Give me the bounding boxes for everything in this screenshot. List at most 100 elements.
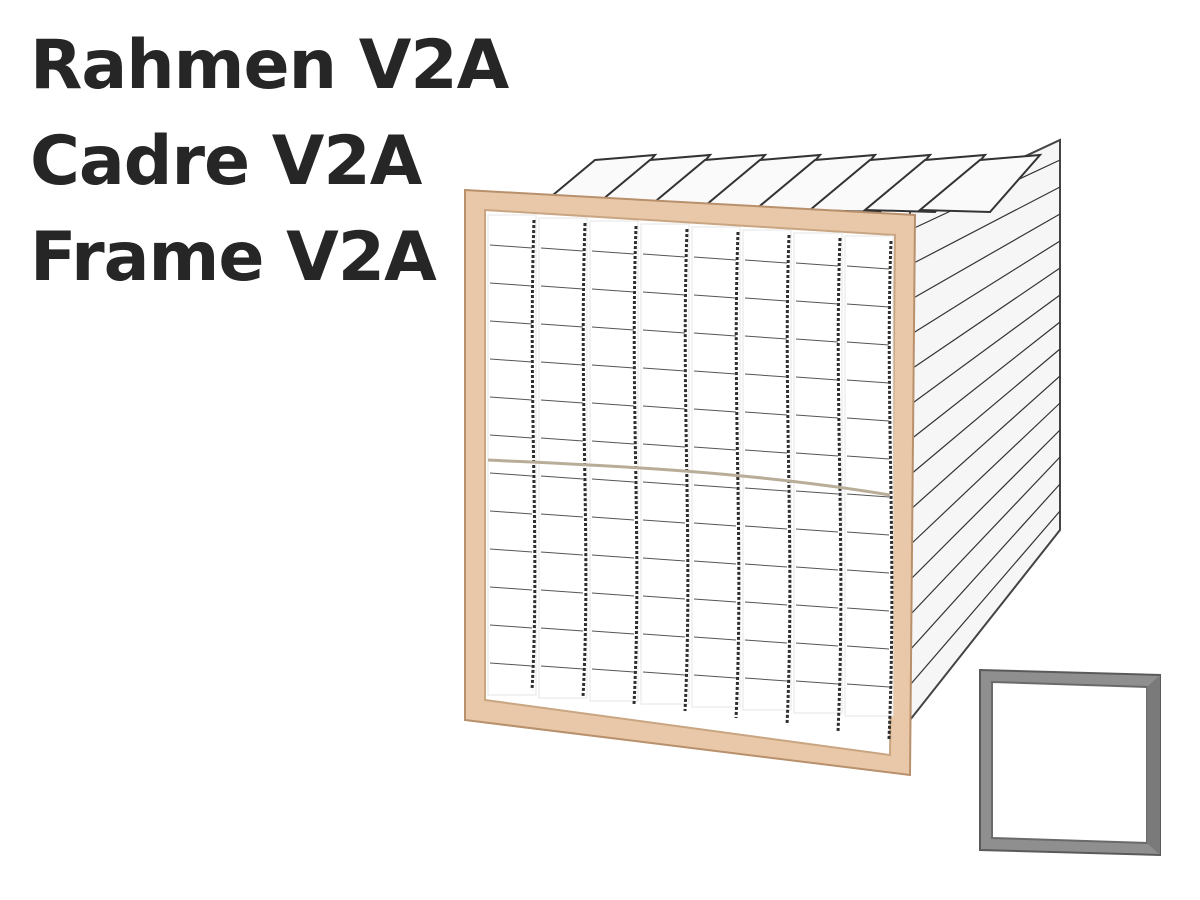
- pocket-stripe: [693, 256, 737, 261]
- pocket-stripe: [591, 516, 635, 521]
- pocket-stripe: [591, 250, 635, 255]
- pocket-stripe: [540, 323, 584, 328]
- pocket-stripe: [693, 674, 737, 679]
- pocket-stripe: [744, 601, 788, 606]
- pocket-stripe: [642, 557, 686, 562]
- bag-top: [862, 153, 988, 214]
- pocket-stripe: [642, 481, 686, 486]
- pocket-stripe: [642, 291, 686, 296]
- pocket-stripe: [744, 563, 788, 568]
- pocket-stripe: [489, 662, 533, 667]
- pocket: [640, 223, 690, 705]
- pocket: [793, 232, 843, 714]
- pocket-stripe: [693, 598, 737, 603]
- side-stripe: [909, 294, 1061, 406]
- title-line-2: Cadre V2A: [30, 122, 422, 201]
- spacer-strap: [487, 458, 891, 497]
- title-line-3: Frame V2A: [30, 218, 437, 297]
- pocket-stripe: [846, 531, 890, 536]
- side-stripe: [909, 348, 1061, 476]
- pocket-stripe: [693, 636, 737, 641]
- title-line-1: Rahmen V2A: [30, 26, 509, 105]
- pocket-stripe: [540, 285, 584, 290]
- pocket-seam: [887, 240, 894, 740]
- pocket-stripe: [846, 493, 890, 498]
- pocket-stripe: [693, 332, 737, 337]
- filter-pockets: [487, 214, 894, 740]
- pocket-stripe: [744, 639, 788, 644]
- pocket-stripe: [795, 376, 839, 381]
- pocket-stripe: [795, 642, 839, 647]
- pocket-stripe: [642, 405, 686, 410]
- pocket-stripe: [693, 370, 737, 375]
- pocket-stripe: [489, 358, 533, 363]
- pocket-stripe: [846, 683, 890, 688]
- pocket-seam: [785, 234, 792, 726]
- pocket-stripe: [846, 607, 890, 612]
- pocket-stripe: [642, 633, 686, 638]
- pocket-stripe: [642, 519, 686, 524]
- pocket-stripe: [540, 665, 584, 670]
- pocket-stripe: [795, 300, 839, 305]
- pocket-stripe: [642, 253, 686, 258]
- pocket-seam: [683, 228, 690, 712]
- pocket-stripe: [846, 569, 890, 574]
- pocket-stripe: [744, 335, 788, 340]
- pocket-stripe: [489, 282, 533, 287]
- pocket-stripe: [642, 329, 686, 334]
- pocket-stripe: [489, 510, 533, 515]
- pocket-stripe: [591, 402, 635, 407]
- pocket-stripe: [540, 551, 584, 556]
- pocket-stripe: [846, 455, 890, 460]
- side-stripe: [909, 429, 1061, 581]
- pocket-seam: [530, 219, 537, 691]
- pocket-stripe: [489, 548, 533, 553]
- steel-frame-image: [979, 668, 1161, 857]
- pocket: [691, 226, 741, 708]
- pocket-stripe: [795, 452, 839, 457]
- pocket-stripe: [591, 440, 635, 445]
- pocket-stripe: [540, 399, 584, 404]
- side-stripe: [909, 240, 1061, 336]
- pocket-stripe: [795, 528, 839, 533]
- pocket-stripe: [846, 645, 890, 650]
- pocket-stripe: [846, 265, 890, 270]
- side-stripe: [909, 186, 1061, 266]
- side-stripe: [909, 321, 1061, 441]
- pocket-stripe: [846, 379, 890, 384]
- pocket-stripe: [795, 414, 839, 419]
- pocket-stripe: [693, 408, 737, 413]
- steel-frame-depth: [1147, 675, 1160, 855]
- pocket-stripe: [489, 396, 533, 401]
- pocket-stripe: [744, 677, 788, 682]
- side-stripe: [909, 483, 1061, 651]
- pocket-stripe: [489, 434, 533, 439]
- pocket-stripe: [693, 446, 737, 451]
- pocket-stripe: [846, 417, 890, 422]
- side-stripe: [909, 375, 1061, 511]
- steel-frame-opening: [991, 680, 1148, 845]
- pocket-seam: [632, 225, 639, 705]
- pocket-stripe: [489, 586, 533, 591]
- pocket-stripe: [744, 449, 788, 454]
- pocket-stripe: [591, 478, 635, 483]
- pocket-stripe: [540, 589, 584, 594]
- pocket-stripe: [795, 680, 839, 685]
- pocket-seam: [734, 231, 741, 719]
- pocket-seam: [581, 222, 588, 698]
- pocket-stripe: [540, 513, 584, 518]
- pocket-seam: [836, 237, 843, 733]
- pocket-stripe: [642, 367, 686, 372]
- bag-filter-image: [464, 138, 1061, 777]
- pocket-stripe: [693, 522, 737, 527]
- pocket-stripe: [591, 668, 635, 673]
- pocket: [742, 229, 792, 711]
- pocket: [844, 235, 894, 717]
- side-stripe: [909, 267, 1061, 371]
- pocket-stripe: [540, 627, 584, 632]
- pocket-stripe: [591, 554, 635, 559]
- pocket-stripe: [693, 560, 737, 565]
- pocket-stripe: [540, 247, 584, 252]
- pocket-stripe: [693, 294, 737, 299]
- pocket-stripe: [744, 411, 788, 416]
